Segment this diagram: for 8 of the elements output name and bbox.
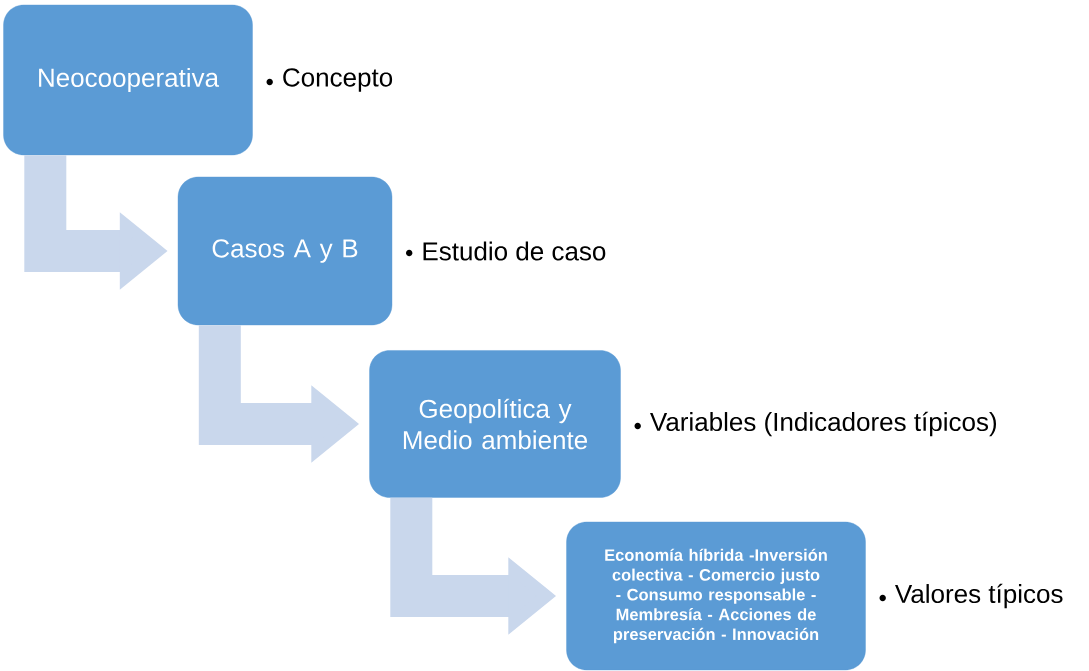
bullet-text: Variables (Indicadores típicos) xyxy=(650,411,996,437)
process-box: Economía híbrida -Inversión colectiva - Comercio justo - Consumo responsable - Membresía - Acciones de preservación - Innovación xyxy=(566,521,866,671)
bullet-text: Concepto xyxy=(283,68,393,92)
bullet-text: Estudio de caso xyxy=(423,241,606,261)
process-box: Casos A y B xyxy=(177,176,393,326)
process-box: Geopolítica y Medio ambiente xyxy=(369,350,621,498)
bullet-text: Valores típicos xyxy=(895,583,1063,609)
process-box: Neocooperativa xyxy=(3,4,253,156)
